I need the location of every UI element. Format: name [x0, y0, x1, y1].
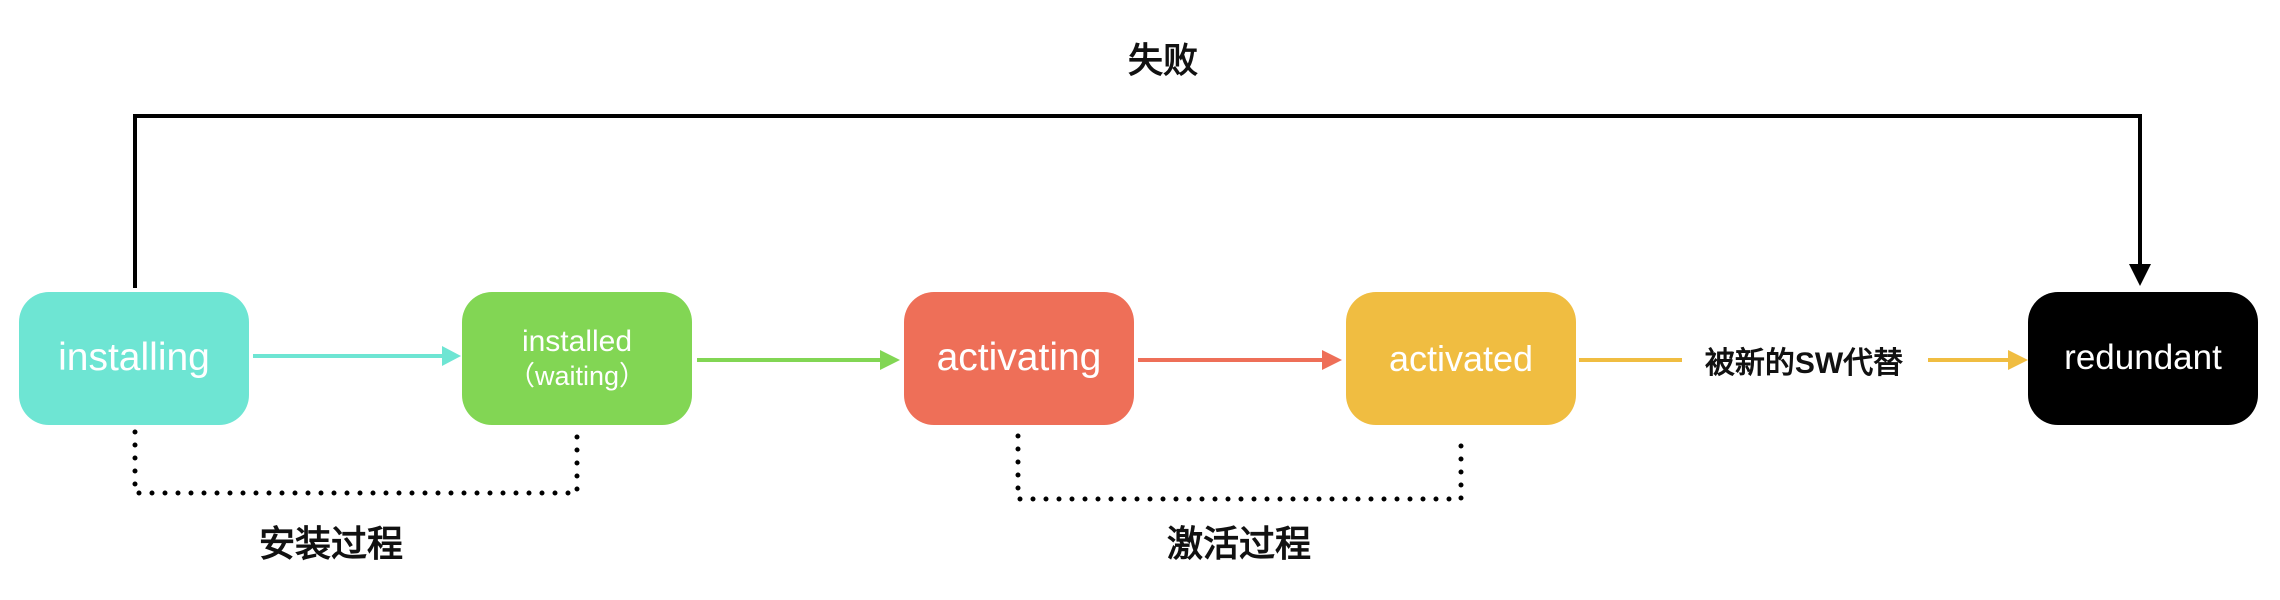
state-installed: installed （waiting） — [462, 292, 692, 425]
failure-arrowhead — [2129, 264, 2151, 286]
state-label: activating — [936, 336, 1102, 380]
state-label: installing — [58, 336, 210, 380]
install-phase-label: 安装过程 — [258, 523, 404, 564]
failure-label: 失败 — [1127, 41, 1199, 81]
activate-phase-bracket — [1015, 433, 1464, 502]
state-installing: installing — [19, 292, 249, 425]
failure-path — [133, 114, 2142, 288]
state-label: redundant — [2064, 338, 2222, 378]
state-label: installed — [521, 324, 633, 358]
install-phase-bracket — [132, 429, 580, 496]
arrowhead-installed-to-activating — [880, 350, 900, 370]
arrowhead-label-to-redundant — [2008, 350, 2028, 370]
activate-phase-label: 激活过程 — [1166, 523, 1312, 564]
state-label: activated — [1388, 337, 1534, 379]
arrowhead-installing-to-installed — [442, 346, 461, 366]
state-activating: activating — [904, 292, 1134, 425]
state-sublabel: （waiting） — [507, 360, 647, 391]
replaced-by-new-sw-label: 被新的SW代替 — [1698, 338, 1910, 382]
state-redundant: redundant — [2028, 292, 2258, 425]
arrowhead-activating-to-activated — [1322, 350, 1342, 370]
state-activated: activated — [1346, 292, 1576, 425]
